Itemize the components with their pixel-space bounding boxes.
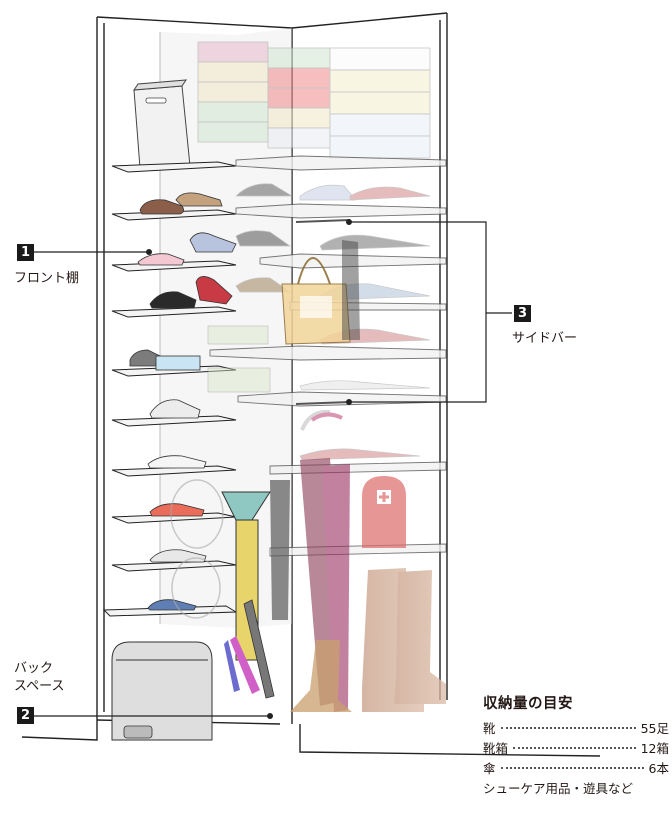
- leader-dots: [146, 219, 352, 719]
- capacity-row-shoe-boxes: 靴箱 12箱: [483, 737, 669, 757]
- capacity-note: シューケア用品・遊具など: [483, 781, 634, 796]
- capacity-row-value: 12箱: [640, 740, 669, 756]
- leader-lines: [34, 221, 512, 717]
- label-side-bar: サイドバー: [512, 331, 578, 346]
- capacity-row-label: 傘: [483, 760, 496, 776]
- label-number-3: 3: [514, 305, 531, 322]
- capacity-row-label: 靴: [483, 720, 496, 736]
- label-number-1: 1: [17, 244, 34, 261]
- label-back-space-line1: バック: [14, 661, 54, 676]
- capacity-row-value: 55足: [640, 720, 669, 736]
- capacity-row-dots: [513, 747, 636, 749]
- front-shelf-panel: [159, 28, 292, 628]
- capacity-row-umbrellas: 傘 6本: [483, 757, 669, 777]
- capacity-title: 収納量の目安: [483, 696, 573, 712]
- front-shoes: [129, 192, 237, 611]
- sports-gear: [170, 479, 290, 699]
- label-front-shelf: フロント棚: [14, 271, 80, 286]
- storage-bin: [133, 79, 191, 169]
- boots: [290, 568, 446, 712]
- shoe-boxes: [197, 41, 431, 159]
- capacity-row-value: 6本: [648, 760, 669, 776]
- side-bar: [281, 219, 360, 405]
- label-number-2: 2: [17, 707, 34, 724]
- capacity-row-shoes: 靴 55足: [483, 717, 669, 737]
- label-back-space-line2: スペース: [14, 679, 65, 694]
- capacity-row-dots: [500, 727, 636, 729]
- capacity-row-dots: [500, 767, 644, 769]
- backpack: [362, 476, 406, 548]
- trash-can: [111, 641, 213, 741]
- capacity-row-label: 靴箱: [483, 740, 509, 756]
- capacity-box: 収納量の目安 靴 55足 靴箱 12箱 傘 6本 シューケア用品・遊具など: [483, 692, 669, 797]
